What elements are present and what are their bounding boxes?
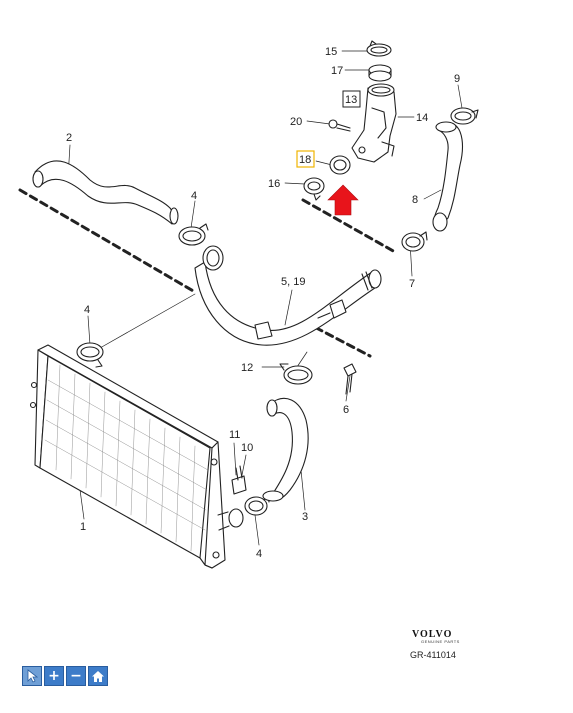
clamp-7 — [401, 231, 428, 252]
plus-icon: + — [48, 668, 60, 684]
bolt-20 — [328, 119, 351, 132]
label-12: 12 — [241, 362, 253, 374]
home-icon — [92, 670, 104, 682]
zoom-out-button[interactable]: − — [66, 666, 86, 686]
label-17: 17 — [331, 65, 343, 77]
label-16: 16 — [268, 178, 280, 190]
zoom-in-button[interactable]: + — [44, 666, 64, 686]
diagram-code: GR-411014 — [410, 650, 456, 660]
charge-pipe — [194, 245, 382, 346]
intercooler — [29, 344, 244, 569]
minus-icon: − — [70, 668, 82, 684]
bracket-10-11 — [231, 465, 247, 495]
hose-right — [432, 121, 464, 232]
throttle-housing — [351, 40, 397, 163]
label-5-19: 5, 19 — [281, 276, 305, 288]
label-9: 9 — [454, 73, 460, 85]
label-4-bottom: 4 — [256, 548, 262, 560]
label-10: 10 — [241, 442, 253, 454]
hose-lower — [262, 397, 309, 502]
clamp-12 — [279, 363, 313, 385]
label-13: 13 — [345, 94, 357, 106]
label-2: 2 — [66, 132, 72, 144]
label-15: 15 — [325, 46, 337, 58]
part-18-highlight-frame — [296, 150, 315, 168]
seal-18 — [329, 155, 351, 175]
bolt-6 — [343, 363, 357, 395]
hose-upper-left — [32, 160, 179, 225]
highlight-arrow — [327, 184, 359, 216]
label-18: 18 — [299, 154, 311, 166]
home-button[interactable] — [88, 666, 108, 686]
volvo-logo: VOLVO — [412, 629, 452, 640]
part-labels: 15 17 13 14 20 18 16 9 8 7 2 4 4 4 5, 19… — [66, 46, 460, 560]
label-20: 20 — [290, 116, 302, 128]
volvo-branding: VOLVO GENUINE PARTS GR-411014 — [410, 629, 460, 660]
volvo-tagline: GENUINE PARTS — [421, 639, 460, 644]
label-4-left: 4 — [84, 304, 90, 316]
cursor-icon — [27, 669, 38, 683]
part-13-frame — [342, 90, 361, 108]
label-6: 6 — [343, 404, 349, 416]
label-8: 8 — [412, 194, 418, 206]
label-4-top: 4 — [191, 190, 197, 202]
hose-clamps — [76, 223, 270, 516]
clamp-9 — [450, 107, 479, 125]
clamp-16 — [303, 177, 325, 201]
label-3: 3 — [302, 511, 308, 523]
pointer-tool-button[interactable] — [22, 666, 42, 686]
label-14: 14 — [416, 112, 428, 124]
label-1: 1 — [80, 521, 86, 533]
label-7: 7 — [409, 278, 415, 290]
label-11: 11 — [229, 429, 240, 441]
viewer-toolbar: + − — [22, 666, 108, 686]
